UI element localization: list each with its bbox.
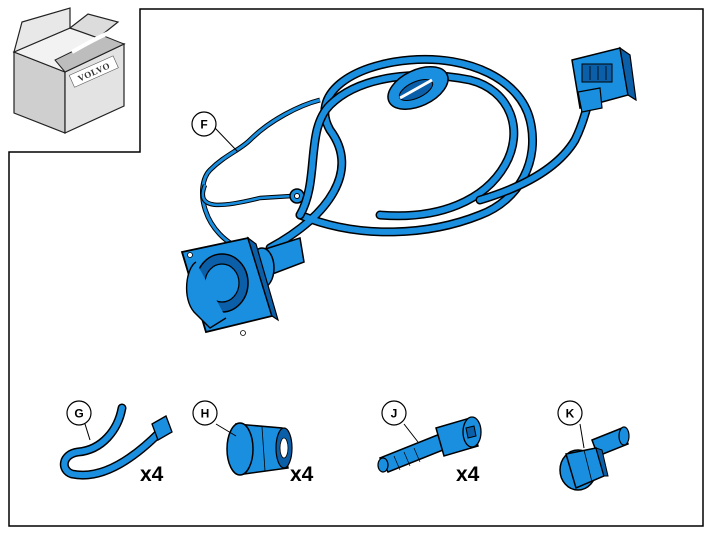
flange-bolt-part xyxy=(559,426,630,491)
quantity-j: x4 xyxy=(456,463,480,486)
callout-g-leader xyxy=(84,423,91,441)
callout-h: H xyxy=(192,400,218,426)
callout-f: F xyxy=(191,111,217,137)
callout-h-leader xyxy=(215,423,237,437)
callout-f-leader xyxy=(214,127,239,153)
callout-j: J xyxy=(381,400,407,426)
callout-h-label: H xyxy=(201,407,210,421)
callout-k-leader xyxy=(579,423,585,449)
cable-tie-part xyxy=(59,403,173,480)
quantity-g: x4 xyxy=(140,463,164,486)
wiring-harness-part xyxy=(180,46,637,336)
callout-g: G xyxy=(66,400,92,426)
callout-k: K xyxy=(557,400,583,426)
package-box-icon: VOLVO xyxy=(12,7,137,134)
socket-head-bolt-part xyxy=(377,416,482,473)
quantity-h: x4 xyxy=(290,463,314,486)
spacer-bushing-part xyxy=(226,422,293,476)
callout-k-label: K xyxy=(566,407,575,421)
callout-f-label: F xyxy=(200,118,207,132)
callout-g-label: G xyxy=(74,407,83,421)
callout-j-label: J xyxy=(391,407,398,421)
callout-j-leader xyxy=(403,423,419,443)
